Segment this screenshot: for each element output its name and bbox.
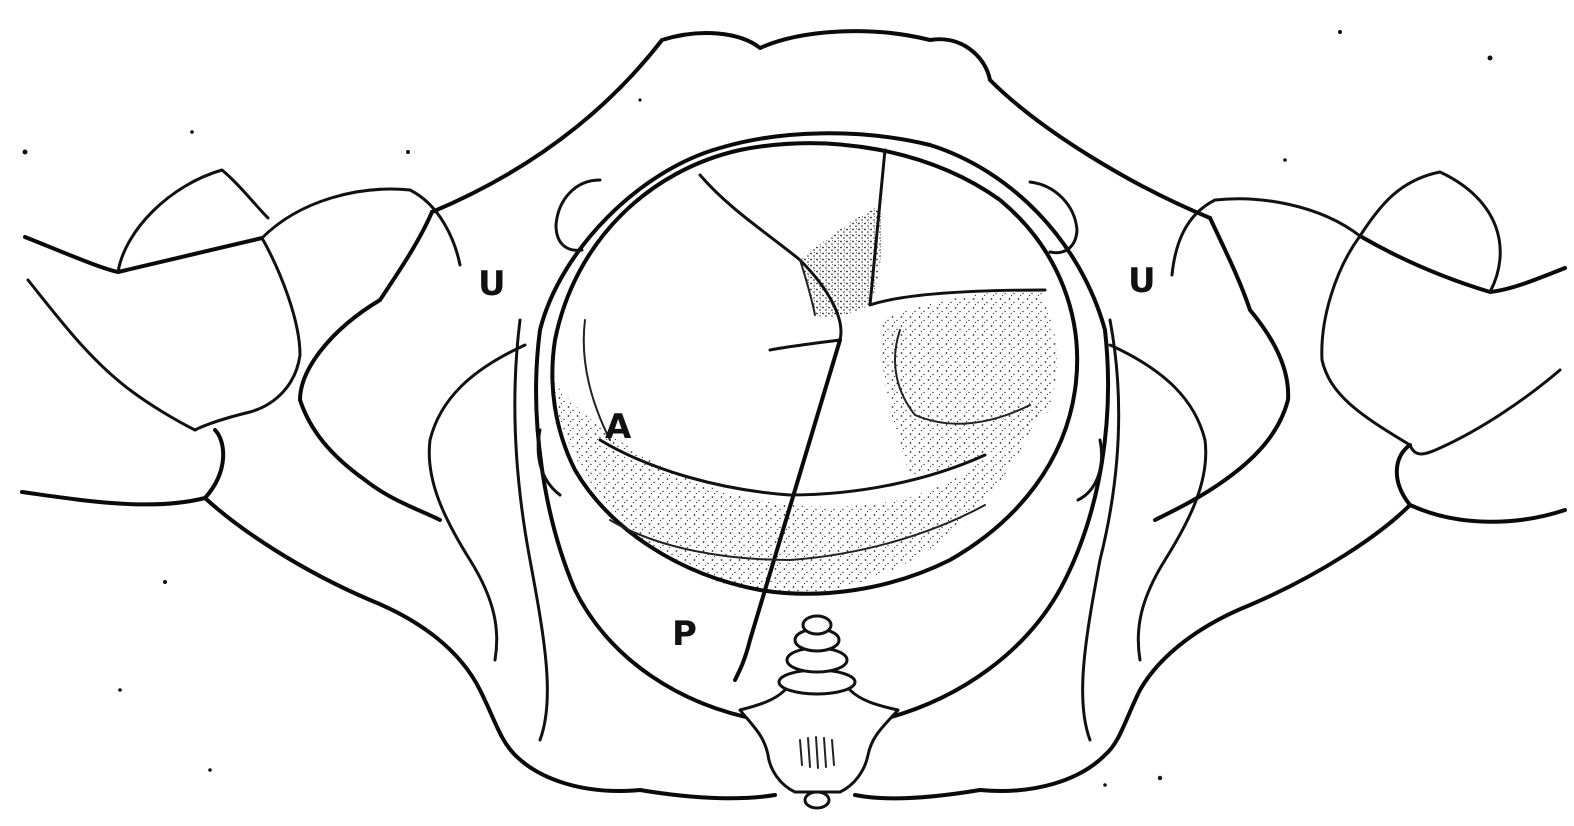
left-femur-shaft-top xyxy=(28,280,195,430)
left-femoral-head xyxy=(118,170,268,272)
right-femur-neck xyxy=(1322,236,1410,445)
left-trochanter xyxy=(262,189,460,265)
right-femur-lower-outline xyxy=(1397,445,1565,522)
label-left-u: U xyxy=(478,264,506,304)
inner-left-wall xyxy=(515,320,548,740)
left-spine-loop xyxy=(556,180,600,250)
left-femur xyxy=(22,170,460,504)
right-trochanter xyxy=(1172,199,1360,275)
label-p: P xyxy=(672,614,697,654)
left-femur-lower-outline xyxy=(22,430,223,504)
right-femur-shaft-top xyxy=(1410,370,1560,454)
label-right-u: U xyxy=(1128,261,1156,301)
right-ischium-outline xyxy=(855,505,1410,798)
right-femur xyxy=(1172,172,1565,522)
lambdoid-suture-left xyxy=(770,340,840,350)
left-femur-neck xyxy=(195,238,300,430)
left-femur-upper-outline xyxy=(25,237,262,272)
head-right-stipple xyxy=(880,290,1057,475)
left-ilium-outline xyxy=(300,212,440,520)
inner-right-wall xyxy=(1083,320,1119,740)
label-a: A xyxy=(605,407,632,447)
sacrum-coccyx xyxy=(740,616,898,808)
right-femoral-head xyxy=(1360,172,1500,292)
iliac-crest-top xyxy=(432,31,1210,218)
inner-left-contour xyxy=(429,345,525,660)
paper-specks xyxy=(23,30,1493,787)
sacral-base-nub xyxy=(805,792,829,808)
coccyx-segment-1 xyxy=(779,670,855,694)
right-femur-upper-outline xyxy=(1360,236,1565,292)
coccyx-tip xyxy=(803,616,831,634)
